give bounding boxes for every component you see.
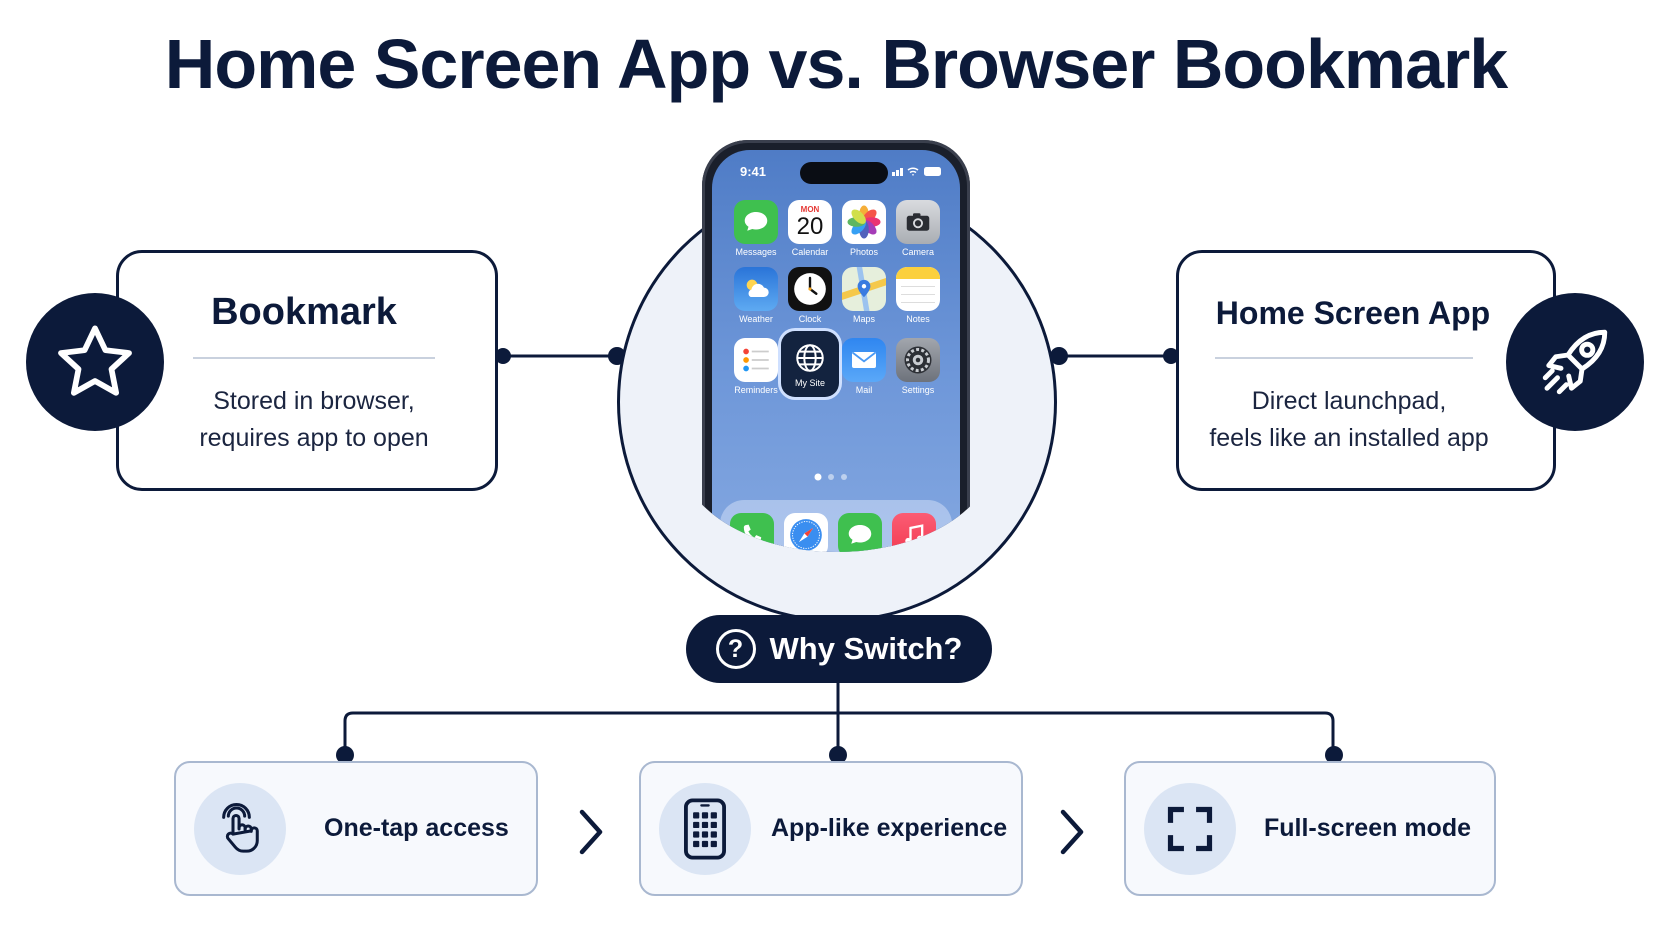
home-screen-app-desc-line: feels like an installed app [1209,424,1489,452]
mail-icon [842,338,886,382]
connector-dot [1163,348,1179,364]
connector-dot [829,746,847,764]
feature-label: One-tap access [324,814,509,842]
safari-icon[interactable] [784,513,828,552]
photos-icon [842,200,886,244]
messages-icon [734,200,778,244]
bookmark-title: Bookmark [211,291,397,333]
app-label: Camera [901,247,934,257]
app-weather[interactable]: Weather [730,267,782,324]
rocket-icon [1506,293,1644,431]
messages-icon[interactable] [838,513,882,552]
fullscreen-icon [1144,783,1236,875]
star-icon [26,293,164,431]
page-title: Home Screen App vs. Browser Bookmark [164,25,1508,103]
connector-dot [336,746,354,764]
tap-hand-icon [194,783,286,875]
home-screen-app-description: Direct launchpad, feels like an installe… [1189,383,1509,457]
bookmark-description: Stored in browser, requires app to open [179,383,449,457]
app-label: My Site [794,377,825,388]
globe-icon: My Site [781,331,839,397]
app-label: Maps [852,314,875,324]
phone-frame: 9:41 Messages MON 20 Calendar [702,140,970,552]
app-maps[interactable]: Maps [838,267,890,324]
home-screen-app-card: Home Screen App Direct launchpad, feels … [1176,250,1556,491]
divider [193,357,435,359]
feature-card-one-tap: One-tap access [174,761,538,896]
app-grid-phone-icon [659,783,751,875]
bookmark-desc-line: Stored in browser, [213,387,415,415]
app-calendar[interactable]: MON 20 Calendar [784,200,836,257]
camera-icon [896,200,940,244]
status-icons [892,167,941,176]
maps-icon [842,267,886,311]
reminders-icon [734,338,778,382]
question-icon: ? [715,629,756,669]
app-label: Messages [735,247,777,257]
settings-icon [896,338,940,382]
music-icon[interactable] [892,513,936,552]
phone-icon[interactable] [730,513,774,552]
feature-card-full-screen: Full-screen mode [1124,761,1496,896]
chevron-right-icon [579,809,603,855]
dynamic-island [800,162,888,184]
phone-screen: 9:41 Messages MON 20 Calendar [712,150,960,552]
app-notes[interactable]: Notes [892,267,944,324]
connector-dot [495,348,511,364]
app-mail[interactable]: Mail [838,338,890,395]
home-screen-app-title: Home Screen App [1215,295,1491,331]
app-label: Mail [855,385,873,395]
app-messages[interactable]: Messages [730,200,782,257]
divider [1215,357,1473,359]
phone-mockup: 9:41 Messages MON 20 Calendar [680,132,994,552]
home-screen-app-desc-line: Direct launchpad, [1251,387,1447,415]
app-my-site[interactable]: My Site [780,331,840,397]
app-photos[interactable]: Photos [838,200,890,257]
app-clock[interactable]: Clock [784,267,836,324]
connector-dot [1050,347,1068,365]
chevron-right-icon [1060,809,1084,855]
bookmark-card: Bookmark Stored in browser, requires app… [116,250,498,491]
feature-label: Full-screen mode [1264,814,1471,842]
feature-card-app-like: App-like experience [639,761,1023,896]
why-switch-button[interactable]: ? Why Switch? [686,615,992,683]
app-label: Clock [798,314,822,324]
status-time: 9:41 [740,164,767,179]
connector-dot [1325,746,1343,764]
calendar-date: 20 [796,212,824,240]
app-label: Reminders [734,385,778,395]
app-reminders[interactable]: Reminders [730,338,782,395]
app-label: Photos [849,247,879,257]
calendar-day: MON [800,204,820,214]
app-camera[interactable]: Camera [892,200,944,257]
why-switch-label: Why Switch? [769,631,963,666]
app-label: Calendar [791,247,829,257]
bookmark-desc-line: requires app to open [199,424,429,452]
app-settings[interactable]: Settings [892,338,944,395]
calendar-icon: MON 20 [788,200,832,244]
app-label: Settings [901,385,935,395]
app-label: Weather [739,314,773,324]
page-dots [814,473,847,481]
weather-icon [734,267,778,311]
app-label: Notes [906,314,930,324]
clock-icon [788,267,832,311]
app-dock [720,500,952,552]
feature-label: App-like experience [771,814,1008,842]
notes-icon [896,267,940,311]
